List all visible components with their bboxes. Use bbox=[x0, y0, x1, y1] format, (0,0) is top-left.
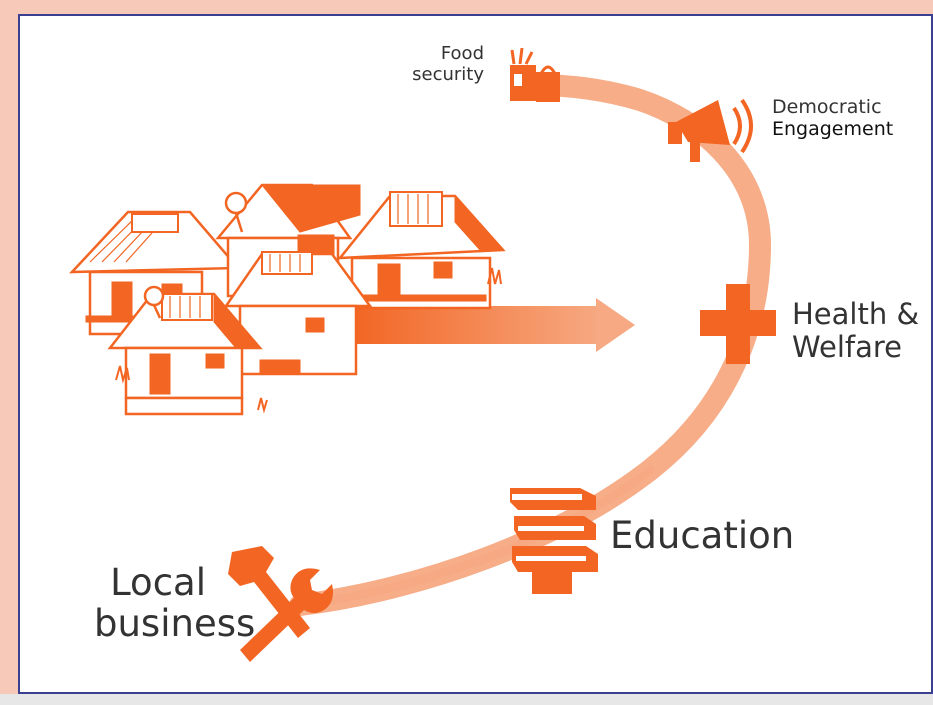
health-label-line1: Health & bbox=[792, 297, 920, 331]
hammer-wrench-icon bbox=[228, 546, 333, 662]
books-stack-icon bbox=[510, 488, 598, 594]
megaphone-icon bbox=[668, 98, 753, 162]
bottom-band bbox=[0, 694, 933, 705]
democratic-engagement-label: Democratic Engagement bbox=[772, 96, 894, 141]
food-security-label: Food security bbox=[404, 43, 484, 85]
health-welfare-label: Health & Welfare bbox=[792, 297, 920, 365]
local-label-line1: Local bbox=[110, 561, 206, 604]
democratic-label-line1: Democratic bbox=[772, 96, 882, 118]
education-label: Education bbox=[610, 514, 795, 557]
arc-tail bbox=[296, 466, 654, 609]
food-label-line2: security bbox=[412, 63, 484, 85]
local-label-line2: business bbox=[94, 601, 256, 645]
health-label-line2: Welfare bbox=[792, 330, 902, 365]
arrow-right-icon bbox=[350, 298, 635, 352]
village-houses-icon bbox=[69, 183, 506, 416]
democratic-label-line2: Engagement bbox=[772, 117, 894, 140]
medical-cross-icon bbox=[700, 284, 776, 364]
grocery-bags-icon bbox=[510, 47, 560, 102]
local-business-label: Local business bbox=[94, 561, 256, 645]
food-label-line1: Food bbox=[440, 43, 484, 64]
